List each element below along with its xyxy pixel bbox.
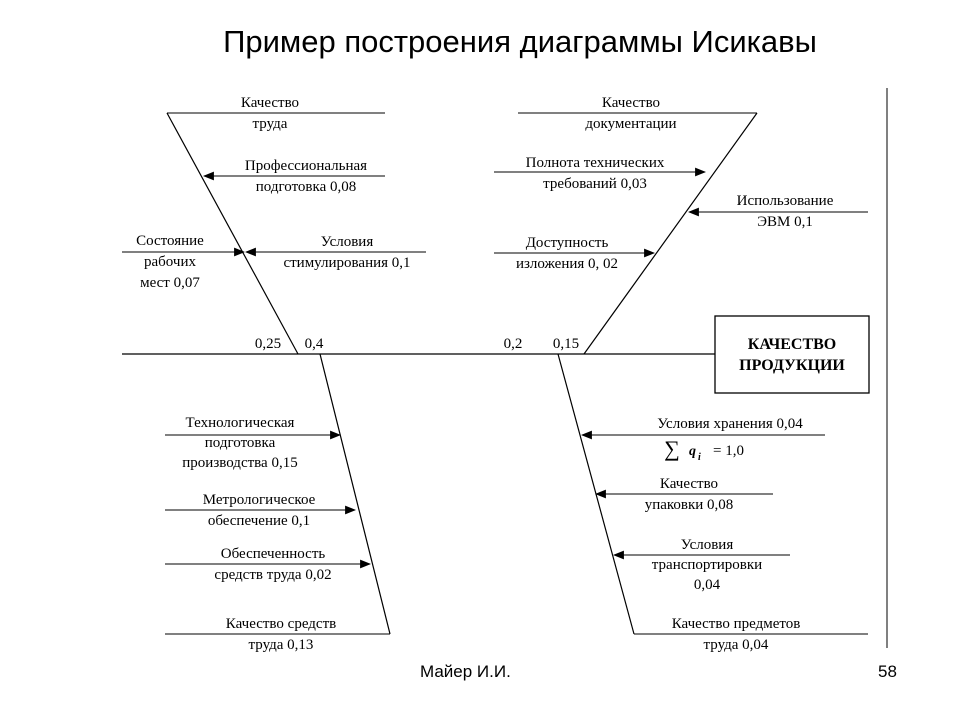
bone-documentation: [583, 112, 758, 355]
cause-packaging-line2: упаковки 0,08: [645, 497, 734, 513]
weight-labor: 0,25: [255, 336, 281, 352]
cause-stimulation-line1: Условия: [321, 234, 374, 250]
cause-transport-line2: транспортировки: [652, 557, 762, 573]
cause-computer-use-line2: ЭВМ 0,1: [757, 214, 813, 230]
cause-transport-line3: 0,04: [694, 577, 721, 593]
cause-completeness-line1: Полнота технических: [526, 155, 665, 171]
cause-workplaces-line1: Состояние: [136, 233, 204, 249]
formula-var: q: [689, 444, 696, 459]
cause-means-quality-line1: Качество средств: [226, 616, 336, 632]
effect-label-line1: КАЧЕСТВО: [748, 336, 836, 353]
cause-computer-use-line1: Использование: [737, 193, 834, 209]
formula-rest: = 1,0: [713, 443, 744, 459]
formula-sub: i: [698, 452, 701, 463]
heading-labor-line1: Качество: [241, 95, 299, 111]
cause-means-quality-line2: труда 0,13: [249, 637, 314, 653]
cause-completeness-line2: требований 0,03: [543, 176, 647, 192]
cause-metrology-line1: Метрологическое: [203, 492, 316, 508]
footer-author: Майер И.И.: [420, 662, 511, 681]
cause-prof-training-line1: Профессиональная: [245, 158, 367, 174]
heading-documentation-line1: Качество: [602, 95, 660, 111]
cause-stimulation-line2: стимулирования 0,1: [283, 255, 410, 271]
weight-objects: 0,15: [553, 336, 579, 352]
cause-tech-preparation-line1: Технологическая: [186, 415, 295, 431]
weight-means: 0,4: [305, 336, 324, 352]
cause-workplaces-line3: мест 0,07: [140, 275, 200, 291]
heading-documentation-line2: документации: [585, 116, 676, 132]
cause-objects-quality-line1: Качество предметов: [672, 616, 801, 632]
heading-labor-line2: труда: [253, 116, 288, 132]
page-number: 58: [878, 662, 897, 681]
cause-objects-quality-line2: труда 0,04: [704, 637, 769, 653]
cause-tech-preparation-line3: производства 0,15: [182, 455, 297, 471]
weight-documentation: 0,2: [504, 336, 523, 352]
effect-label-line2: ПРОДУКЦИИ: [739, 357, 845, 374]
formula-sigma: ∑: [664, 436, 680, 461]
cause-workplaces-line2: рабочих: [144, 254, 196, 270]
effect-box: [714, 315, 870, 394]
cause-tech-preparation-line2: подготовка: [205, 435, 276, 451]
cause-provision-line1: Обеспеченность: [221, 546, 326, 562]
cause-accessibility-line2: изложения 0, 02: [516, 256, 618, 272]
slide-title: Пример построения диаграммы Исикавы: [223, 24, 817, 59]
cause-provision-line2: средств труда 0,02: [214, 567, 331, 583]
cause-transport-line1: Условия: [681, 537, 734, 553]
cause-prof-training-line2: подготовка 0,08: [256, 179, 356, 195]
cause-packaging-line1: Качество: [660, 476, 718, 492]
bone-means: [319, 353, 391, 635]
cause-accessibility-line1: Доступность: [526, 235, 609, 251]
cause-storage: Условия хранения 0,04: [657, 416, 803, 432]
bone-labor: [166, 112, 299, 355]
cause-metrology-line2: обеспечение 0,1: [208, 513, 310, 529]
